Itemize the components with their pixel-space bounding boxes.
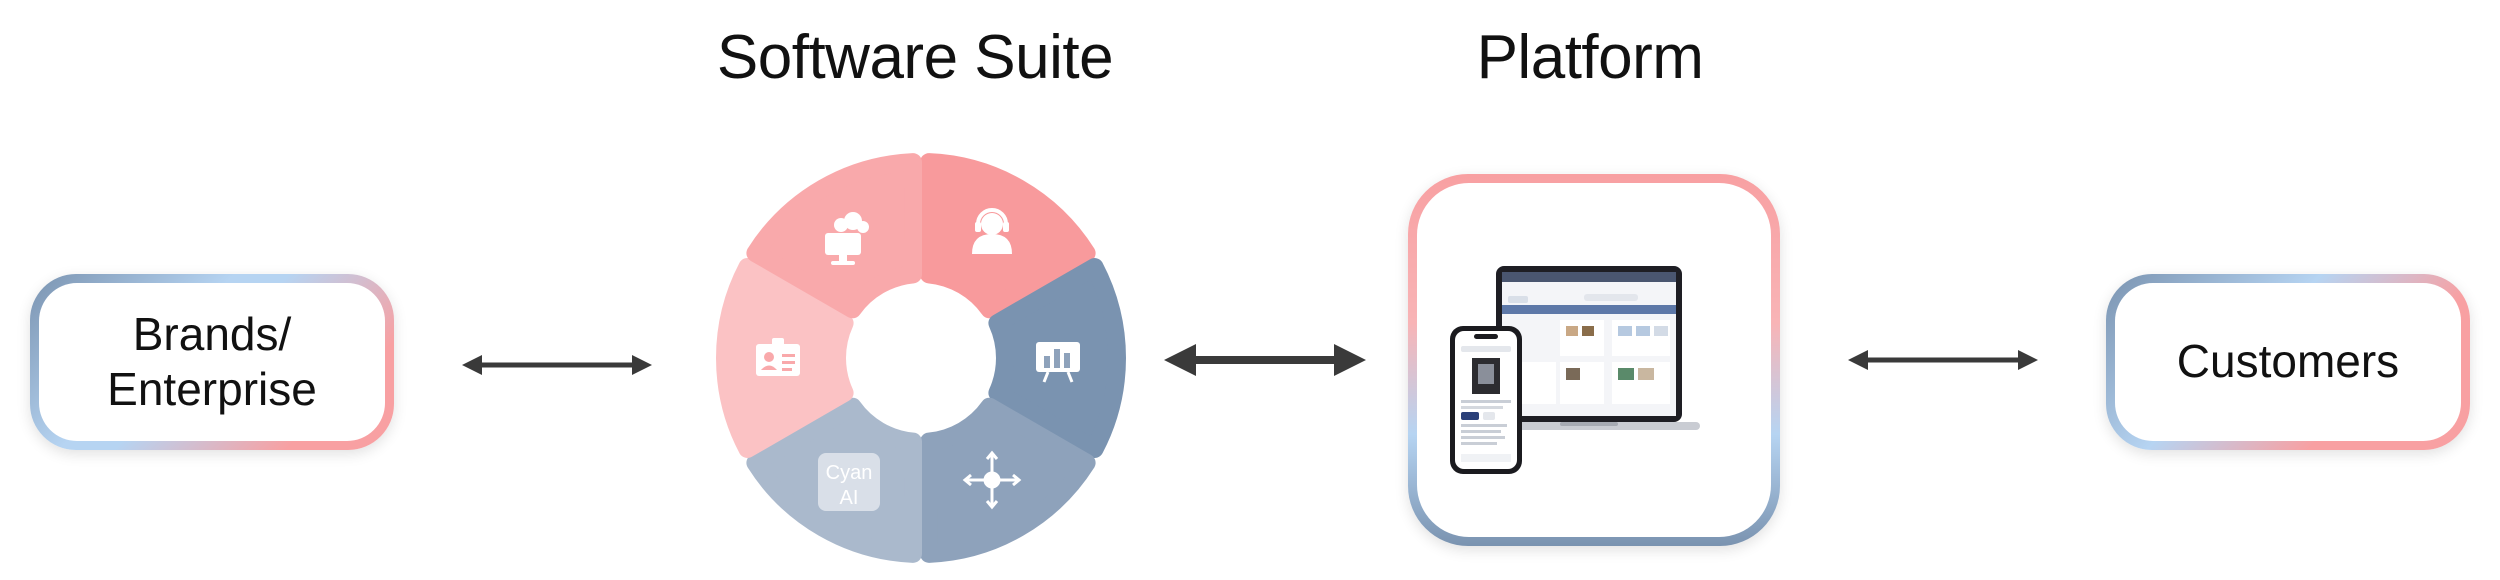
customers-label: Customers [2176, 335, 2400, 388]
wheel-segment-cloud-computer [919, 153, 1096, 319]
cloud-monitor-icon [825, 212, 869, 265]
move-hand-icon [962, 450, 1022, 510]
cyan-ai-text-line2: AI [840, 487, 859, 509]
enterprise-label: Enterprise [107, 363, 317, 415]
brands-label: Brands/ [132, 307, 292, 360]
platform-title: Platform [1476, 23, 1704, 92]
software-suite-title: Software Suite [716, 23, 1114, 92]
phone-illustration [1450, 326, 1522, 474]
platform-device-mockup [1450, 266, 1700, 474]
laptop-illustration [1478, 266, 1700, 430]
cyan-ai-badge: Cyan AI [818, 453, 880, 511]
customers-node: Customers [2106, 274, 2470, 450]
chart-board-icon [1036, 342, 1080, 383]
headset-person-icon [972, 208, 1012, 254]
cyan-ai-text-line1: Cyan [826, 462, 873, 484]
id-card-icon [756, 338, 800, 376]
brands-enterprise-node: Brands/ Enterprise [30, 274, 394, 450]
